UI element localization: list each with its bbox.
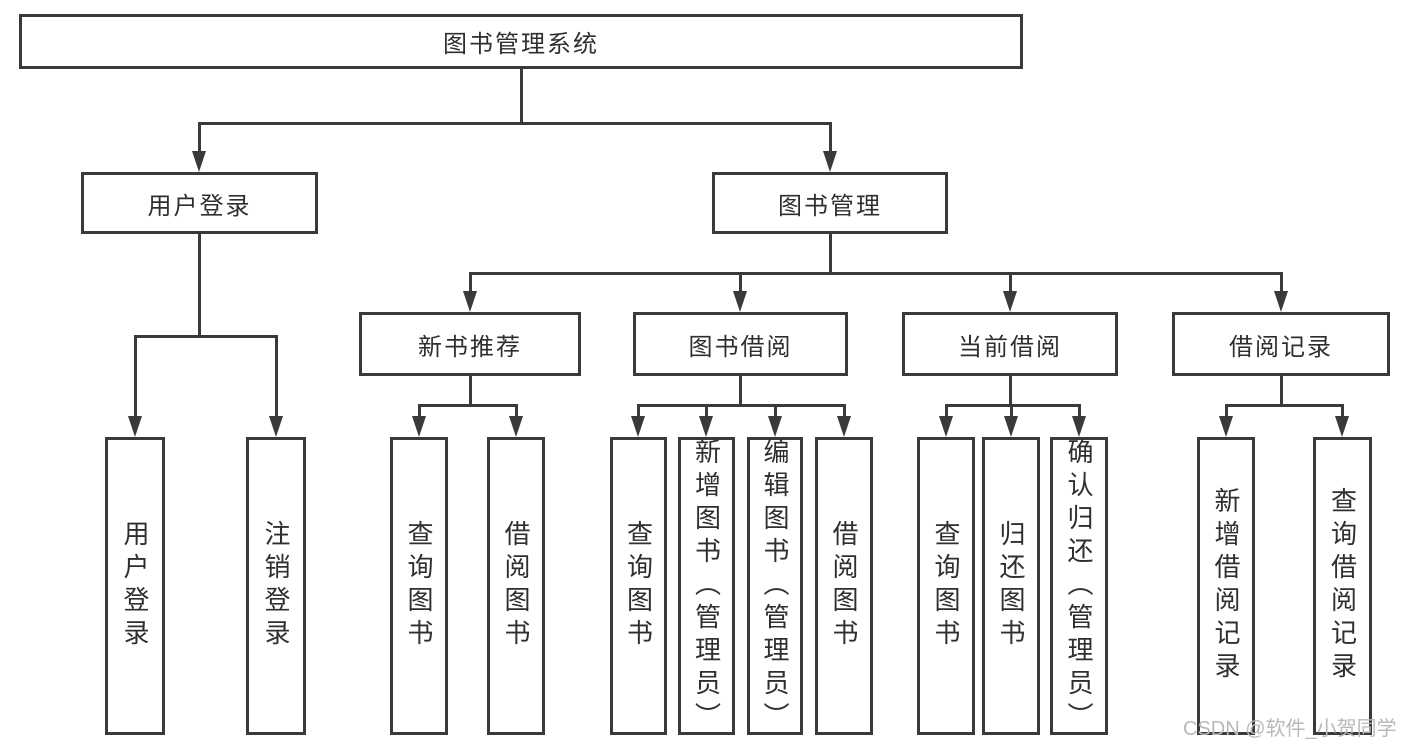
arrowhead-down-icon <box>699 416 713 437</box>
connector-bookmgmt-stem <box>829 234 832 275</box>
node-book-borrow-label: 图书借阅 <box>688 333 793 361</box>
leaf-label: 用户登录 <box>120 520 150 652</box>
node-root-system: 图书管理系统 <box>19 14 1023 69</box>
arrowhead-down-icon <box>837 416 851 437</box>
node-borrow-records-label: 借阅记录 <box>1229 333 1333 361</box>
leaf-label: 借阅图书 <box>829 520 859 652</box>
arrowhead-down-icon <box>269 416 283 437</box>
leaf-edit-books-admin: 编辑图书（管理员） <box>747 437 803 735</box>
connector-stem <box>1010 404 1013 418</box>
connector-currentborrow-hbar <box>945 404 1081 407</box>
node-new-book-recommend-label: 新书推荐 <box>418 333 522 361</box>
arrowhead-down-icon <box>1072 416 1086 437</box>
node-user-login: 用户登录 <box>81 172 318 234</box>
leaf-query-books-current: 查询图书 <box>917 437 975 735</box>
leaf-add-borrow-record: 新增借阅记录 <box>1197 437 1255 735</box>
arrowhead-down-icon <box>939 416 953 437</box>
arrowhead-down-icon <box>1335 416 1349 437</box>
leaf-query-borrow-record: 查询借阅记录 <box>1313 437 1372 735</box>
connector-records-stem <box>1280 376 1283 407</box>
arrowhead-down-icon <box>463 291 477 312</box>
connector-stem <box>515 404 518 418</box>
leaf-label: 查询借阅记录 <box>1327 487 1358 685</box>
connector-stem <box>1225 404 1228 418</box>
connector-stem <box>275 335 278 420</box>
connector-currentborrow-stem <box>1009 376 1012 407</box>
leaf-label: 借阅图书 <box>501 520 531 652</box>
node-book-borrow: 图书借阅 <box>633 312 848 376</box>
leaf-borrow-books: 借阅图书 <box>815 437 873 735</box>
csdn-watermark: CSDN @软件_小贺同学 <box>1183 718 1397 740</box>
leaf-user-login: 用户登录 <box>105 437 165 735</box>
node-new-book-recommend: 新书推荐 <box>359 312 581 376</box>
node-borrow-records: 借阅记录 <box>1172 312 1390 376</box>
leaf-borrow-books-newbooks: 借阅图书 <box>487 437 545 735</box>
connector-stem <box>1009 272 1012 294</box>
connector-userlogin-hbar <box>134 335 278 338</box>
connector-stem <box>1078 404 1081 418</box>
connector-stem <box>1341 404 1344 418</box>
connector-stem <box>774 404 777 418</box>
arrowhead-down-icon <box>1219 416 1233 437</box>
node-current-borrow-label: 当前借阅 <box>958 333 1062 361</box>
leaf-label: 归还图书 <box>996 520 1026 652</box>
connector-root-hbar <box>198 122 832 125</box>
arrowhead-down-icon <box>631 416 645 437</box>
leaf-query-books-borrow: 查询图书 <box>610 437 667 735</box>
arrowhead-down-icon <box>823 151 837 172</box>
leaf-query-books-newbooks: 查询图书 <box>390 437 448 735</box>
connector-userlogin-stem <box>198 234 201 337</box>
arrowhead-down-icon <box>192 151 206 172</box>
connector-bookborrow-hbar <box>637 404 846 407</box>
node-user-login-label: 用户登录 <box>147 192 252 220</box>
node-book-management: 图书管理 <box>712 172 948 234</box>
connector-stem <box>705 404 708 418</box>
arrowhead-down-icon <box>412 416 426 437</box>
leaf-add-books-admin: 新增图书（管理员） <box>678 437 735 735</box>
connector-stem <box>134 335 137 420</box>
connector-stem <box>637 404 640 418</box>
node-current-borrow: 当前借阅 <box>902 312 1118 376</box>
connector-records-hbar <box>1225 404 1344 407</box>
leaf-label: 新增图书（管理员） <box>691 437 722 735</box>
connector-newbooks-stem <box>469 376 472 407</box>
connector-stem <box>739 272 742 294</box>
leaf-label: 注销登录 <box>261 520 291 652</box>
connector-stem-user-login <box>198 122 201 154</box>
connector-newbooks-hbar <box>418 404 518 407</box>
arrowhead-down-icon <box>733 291 747 312</box>
connector-root-stem <box>520 69 523 123</box>
leaf-label: 确认归还（管理员） <box>1064 437 1094 735</box>
leaf-label: 新增借阅记录 <box>1211 487 1241 685</box>
connector-stem <box>1280 272 1283 294</box>
leaf-confirm-return-admin: 确认归还（管理员） <box>1050 437 1108 735</box>
arrowhead-down-icon <box>1004 416 1018 437</box>
arrowhead-down-icon <box>128 416 142 437</box>
connector-stem <box>945 404 948 418</box>
connector-stem <box>418 404 421 418</box>
arrowhead-down-icon <box>768 416 782 437</box>
node-book-management-label: 图书管理 <box>778 192 882 220</box>
connector-stem-book-mgmt <box>829 122 832 154</box>
connector-stem <box>469 272 472 294</box>
arrowhead-down-icon <box>1003 291 1017 312</box>
leaf-return-books: 归还图书 <box>982 437 1040 735</box>
node-root-label: 图书管理系统 <box>443 31 599 58</box>
leaf-logout: 注销登录 <box>246 437 306 735</box>
leaf-label: 编辑图书（管理员） <box>760 437 790 735</box>
connector-bookmgmt-hbar <box>469 272 1283 275</box>
leaf-label: 查询图书 <box>404 520 434 652</box>
leaf-label: 查询图书 <box>931 520 961 652</box>
connector-stem <box>843 404 846 418</box>
arrowhead-down-icon <box>1274 291 1288 312</box>
arrowhead-down-icon <box>509 416 523 437</box>
leaf-label: 查询图书 <box>623 520 654 652</box>
connector-bookborrow-stem <box>739 376 742 407</box>
